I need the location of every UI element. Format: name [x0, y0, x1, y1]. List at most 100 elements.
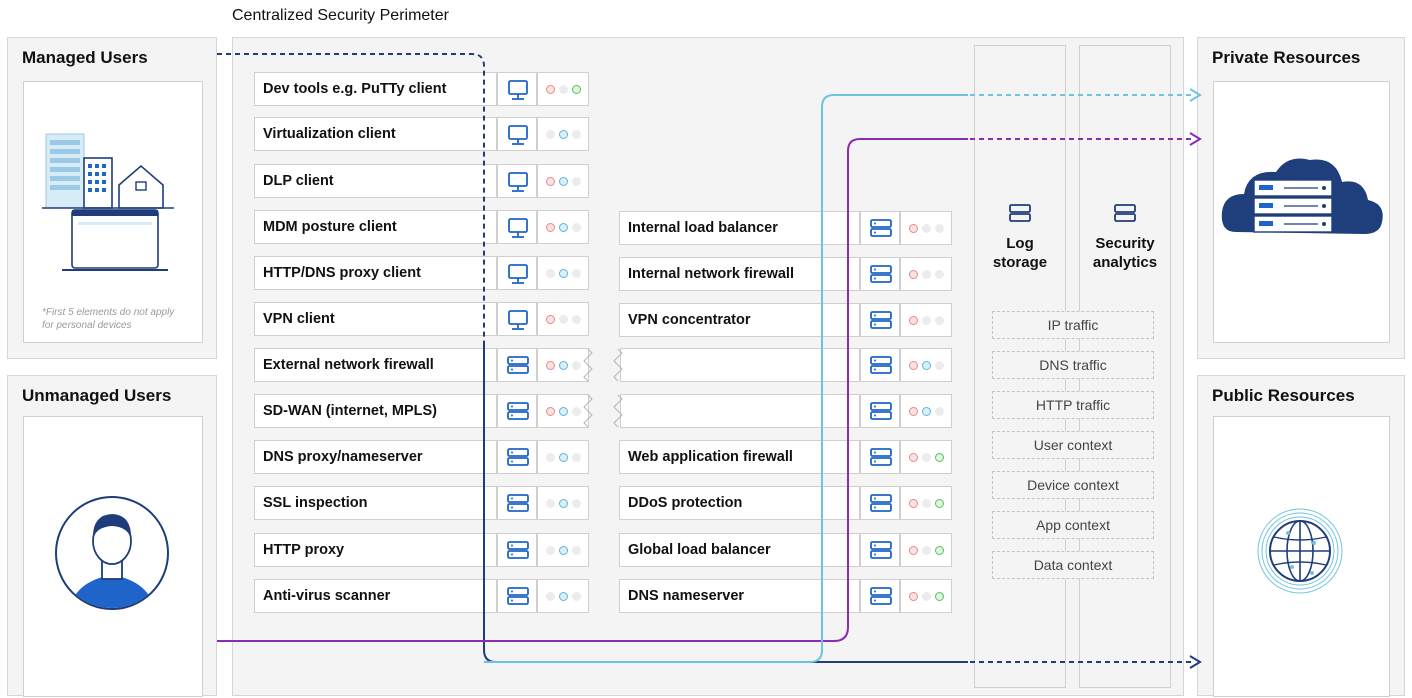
log-storage-label-line2: storage [992, 254, 1048, 271]
unmanaged-users-line [217, 138, 968, 642]
traffic-type: DNS traffic [992, 351, 1154, 379]
server-icon [860, 440, 900, 474]
unmanaged-users-title: Unmanaged Users [22, 386, 172, 405]
managed-users-panel: Managed Users [7, 37, 217, 359]
unmanaged-users-card [23, 416, 203, 697]
security-analytics-label-line1: Security [1095, 235, 1155, 252]
status-dot-off [546, 130, 555, 139]
status-dot-blue [559, 223, 568, 232]
status-dot-red [909, 546, 918, 555]
status-dot-red [546, 361, 555, 370]
private-resources-card [1213, 81, 1390, 343]
right-component-7: Global load balancer [619, 533, 860, 567]
component-label: HTTP/DNS proxy client [263, 265, 421, 281]
status-dot-red [546, 223, 555, 232]
status-dot-off [572, 177, 581, 186]
component-label: VPN client [263, 311, 335, 327]
managed-users-title: Managed Users [22, 48, 148, 67]
break-mark [583, 348, 593, 382]
server-icon [497, 579, 537, 613]
server-icon [860, 486, 900, 520]
component-label: SSL inspection [263, 495, 368, 511]
right-component-0: Internal load balancer [619, 211, 860, 245]
status-indicators [900, 394, 952, 428]
server-icon [860, 394, 900, 428]
component-label: External network firewall [263, 357, 434, 373]
component-label: Anti-virus scanner [263, 588, 391, 604]
component-label: MDM posture client [263, 219, 397, 235]
status-dot-red [546, 407, 555, 416]
server-icon [860, 533, 900, 567]
status-dot-off [572, 130, 581, 139]
break-mark [613, 348, 623, 382]
left-component-9: SSL inspection [254, 486, 497, 520]
status-dot-off [572, 453, 581, 462]
left-component-1: Virtualization client [254, 117, 497, 151]
status-indicators [537, 579, 589, 613]
status-indicators [537, 348, 589, 382]
component-label: Web application firewall [628, 449, 793, 465]
server-icon [497, 348, 537, 382]
status-dot-off [572, 361, 581, 370]
status-indicators [537, 394, 589, 428]
user-avatar-icon [55, 496, 169, 610]
status-dot-off [572, 499, 581, 508]
status-dot-blue [922, 407, 931, 416]
left-component-5: VPN client [254, 302, 497, 336]
status-dot-red [909, 499, 918, 508]
status-dot-off [559, 85, 568, 94]
personal-devices-note-line2: for personal devices [42, 320, 132, 331]
status-indicators [900, 348, 952, 382]
server-icon [860, 211, 900, 245]
security-analytics-server-icon [1114, 204, 1136, 222]
component-label: DDoS protection [628, 495, 743, 511]
status-dot-blue [559, 361, 568, 370]
status-indicators [537, 486, 589, 520]
status-dot-off [922, 592, 931, 601]
status-dot-off [922, 270, 931, 279]
component-label: Virtualization client [263, 126, 396, 142]
managed-users-card: *First 5 elements do not apply for perso… [23, 81, 203, 343]
status-dot-red [909, 270, 918, 279]
status-dot-off [935, 224, 944, 233]
status-dot-blue [559, 453, 568, 462]
status-dot-green [572, 85, 581, 94]
left-component-8: DNS proxy/nameserver [254, 440, 497, 474]
globe-icon [1257, 508, 1343, 594]
status-indicators [537, 164, 589, 198]
status-indicators [900, 486, 952, 520]
status-dot-off [559, 315, 568, 324]
status-dot-off [572, 546, 581, 555]
component-label: DNS proxy/nameserver [263, 449, 423, 465]
status-dot-red [909, 361, 918, 370]
public-resources-title: Public Resources [1212, 386, 1355, 405]
security-analytics-label-line2: analytics [1092, 254, 1158, 271]
server-icon [497, 394, 537, 428]
status-dot-off [935, 316, 944, 325]
status-dot-off [546, 269, 555, 278]
status-indicators [537, 256, 589, 290]
status-indicators [900, 257, 952, 291]
public-resources-card [1213, 416, 1390, 697]
status-dot-off [572, 223, 581, 232]
managed-users-dashed-line [217, 53, 485, 345]
status-dot-blue [559, 269, 568, 278]
buildings-laptop-illustration [42, 133, 174, 271]
status-dot-blue [559, 592, 568, 601]
status-dot-green [935, 546, 944, 555]
status-dot-red [909, 453, 918, 462]
traffic-type: App context [992, 511, 1154, 539]
status-dot-off [572, 269, 581, 278]
status-indicators [900, 303, 952, 337]
status-dot-off [546, 592, 555, 601]
monitor-icon [497, 302, 537, 336]
right-component-8: DNS nameserver [619, 579, 860, 613]
component-label: Internal load balancer [628, 220, 778, 236]
status-dot-red [909, 592, 918, 601]
component-label: DLP client [263, 173, 334, 189]
status-dot-off [922, 224, 931, 233]
left-component-6: External network firewall [254, 348, 497, 382]
private-resources-title: Private Resources [1212, 48, 1361, 67]
status-indicators [537, 117, 589, 151]
